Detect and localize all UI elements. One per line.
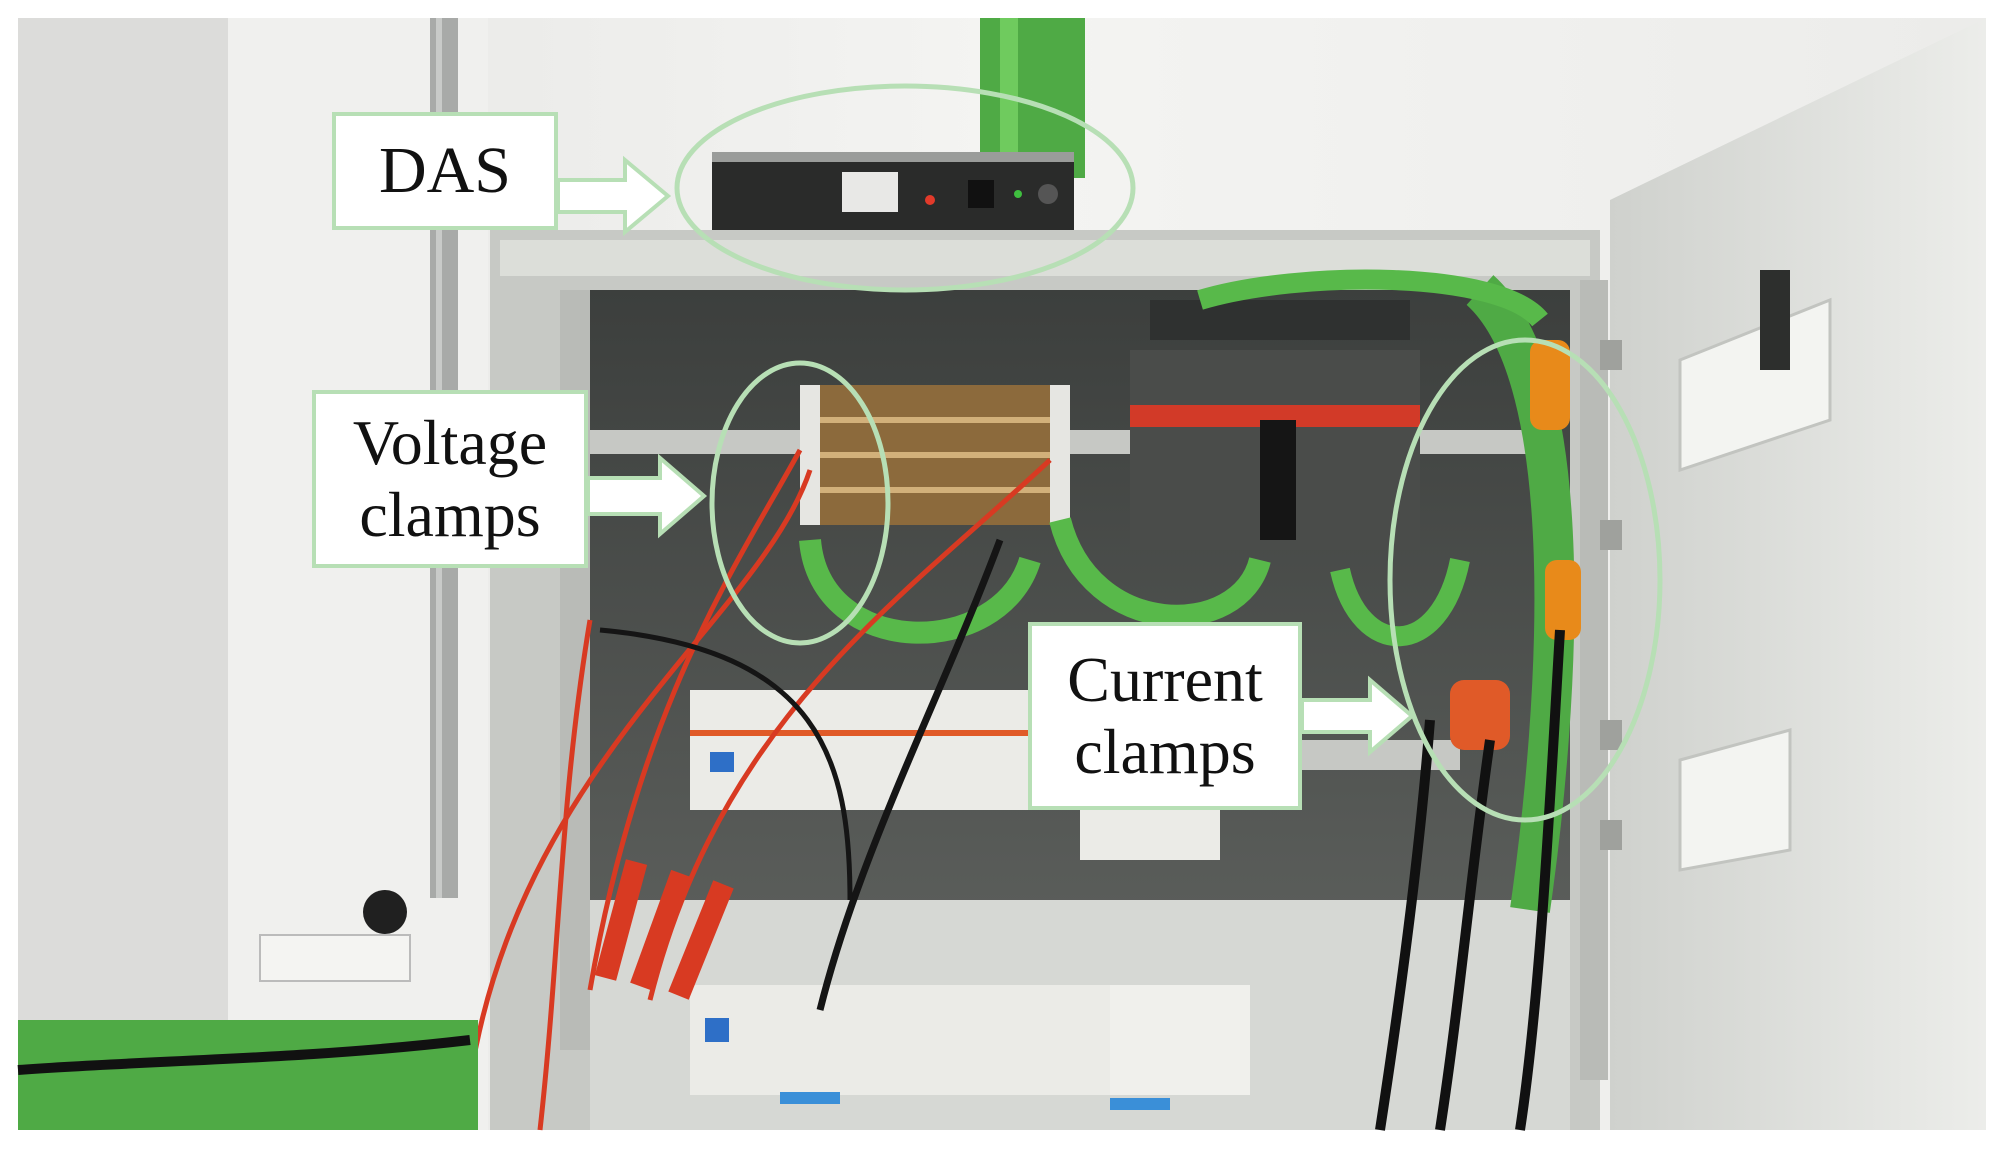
- floor-black-cable: [17, 1035, 471, 1075]
- current-clamps-label-text: Current clamps: [1067, 644, 1263, 787]
- ceiling-cables: [980, 18, 1085, 178]
- door-vent-bottom: [1678, 728, 1792, 872]
- breaker-blue-toggle-bottom: [705, 1018, 729, 1042]
- clamp-cable-3: [1515, 629, 1565, 1131]
- current-arrow: [1300, 675, 1416, 757]
- wall-corner-shadow: [18, 18, 228, 1130]
- red-lead-4: [537, 619, 593, 1131]
- current-clamp-3: [1450, 680, 1510, 750]
- black-lead-2: [599, 627, 853, 901]
- current-clamp-1: [1530, 340, 1570, 430]
- power-strip: [259, 934, 411, 982]
- terminal-block-cover-right: [1050, 385, 1070, 525]
- das-led-red: [925, 195, 935, 205]
- green-cable-3: [1330, 557, 1470, 647]
- current-clamp-2: [1545, 560, 1581, 640]
- panel-label-blue-1: [780, 1092, 840, 1104]
- door-hinge-4: [1600, 820, 1622, 850]
- red-lead-1: [587, 448, 803, 991]
- door-dark-panel: [1760, 270, 1790, 370]
- red-probe-1: [594, 859, 648, 981]
- das-label-text: DAS: [378, 134, 512, 208]
- floor-green-cables: [18, 1020, 478, 1130]
- voltage-highlight-ellipse: [709, 360, 891, 646]
- switch-red-band: [1130, 405, 1420, 427]
- current-clamps-label: Current clamps: [1028, 622, 1302, 810]
- breaker-row-2: [1080, 810, 1220, 860]
- das-arrow: [556, 155, 672, 237]
- voltage-clamps-label-text: Voltage clamps: [352, 407, 548, 550]
- door-hinge-2: [1600, 520, 1622, 550]
- das-label: DAS: [332, 112, 558, 230]
- das-device-sticker: [842, 172, 898, 212]
- breaker-row-band: [690, 730, 1220, 736]
- switch-connectors: [1150, 300, 1410, 340]
- cabinet-right-rail: [1580, 280, 1608, 1080]
- door-hinge-1: [1600, 340, 1622, 370]
- voltage-clamps-label: Voltage clamps: [312, 390, 588, 568]
- black-lead: [816, 538, 1004, 1011]
- cabinet-door: [1610, 18, 1986, 1130]
- das-device-top: [712, 152, 1074, 162]
- voltage-arrow: [586, 453, 708, 539]
- switch-handle: [1260, 420, 1296, 540]
- current-highlight-ellipse: [1387, 337, 1663, 823]
- clamp-cable-2: [1435, 739, 1495, 1131]
- das-connector: [1038, 184, 1058, 204]
- red-lead-3: [467, 469, 813, 1081]
- door-hinge-3: [1600, 720, 1622, 750]
- green-cable-2: [799, 538, 1041, 644]
- green-cable-5: [1197, 269, 1548, 327]
- green-cable-1: [1049, 517, 1271, 627]
- das-highlight-ellipse: [674, 83, 1136, 293]
- breaker-row-bottom-ext: [1110, 985, 1250, 1095]
- clamp-cable-1: [1375, 719, 1435, 1131]
- das-switch: [968, 180, 994, 208]
- power-adapter: [363, 890, 407, 934]
- breaker-blue-toggle: [710, 752, 734, 772]
- breaker-row-bottom: [690, 985, 1110, 1095]
- red-probe-2: [630, 869, 692, 991]
- panel-label-blue-2: [1110, 1098, 1170, 1110]
- das-led-green: [1014, 190, 1022, 198]
- red-probe-3: [668, 880, 734, 1000]
- terminal-block-cover: [800, 385, 820, 525]
